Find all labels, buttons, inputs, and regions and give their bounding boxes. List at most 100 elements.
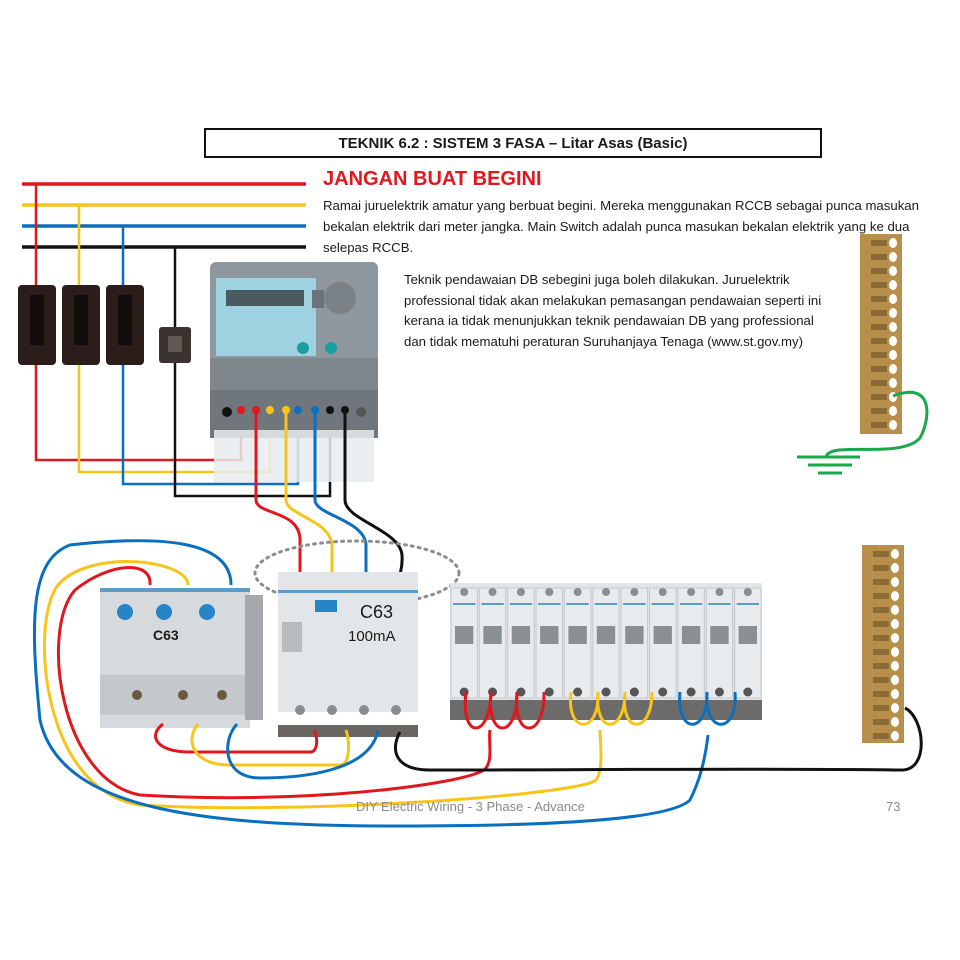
busbar-hole bbox=[889, 364, 897, 374]
busbar-hole bbox=[891, 563, 899, 573]
paragraph-intro: Ramai juruelektrik amatur yang berbuat b… bbox=[323, 198, 919, 255]
busbar-hole bbox=[891, 605, 899, 615]
warning-heading: JANGAN BUAT BEGINI bbox=[323, 168, 542, 190]
main-switch bbox=[100, 588, 263, 728]
busbar-hole bbox=[891, 731, 899, 741]
busbar-hole bbox=[889, 308, 897, 318]
busbar-hole bbox=[889, 336, 897, 346]
wire-blue-mcb-loop bbox=[678, 691, 737, 726]
earth-busbar bbox=[860, 234, 902, 434]
busbar-screw bbox=[873, 593, 889, 599]
busbar-hole bbox=[891, 717, 899, 727]
mcb bbox=[705, 587, 734, 699]
busbar-screw bbox=[871, 422, 887, 428]
rccb bbox=[278, 572, 418, 737]
mcb bbox=[563, 587, 592, 699]
mcb bbox=[478, 587, 507, 699]
mcb bbox=[592, 587, 620, 699]
busbar-hole bbox=[891, 549, 899, 559]
wire-red-meter-to-rccb bbox=[254, 412, 302, 582]
mcb bbox=[507, 587, 535, 699]
busbar-hole bbox=[889, 322, 897, 332]
busbar-screw bbox=[871, 338, 887, 344]
busbar-screw bbox=[873, 677, 889, 683]
wire-yellow-mcb-loop bbox=[569, 691, 654, 726]
mcb-row bbox=[450, 583, 762, 720]
busbar-hole bbox=[889, 406, 897, 416]
wire-yellow-rccb-to-main-switch bbox=[43, 560, 603, 810]
page-number: 73 bbox=[886, 799, 901, 814]
busbar-screw bbox=[871, 310, 887, 316]
meter-terminals bbox=[222, 406, 366, 417]
busbar-hole bbox=[891, 591, 899, 601]
cutout-fuse-yellow bbox=[62, 285, 100, 365]
busbar-screw bbox=[873, 621, 889, 627]
busbar-hole bbox=[889, 294, 897, 304]
mcb bbox=[535, 587, 563, 699]
neutral-busbar bbox=[862, 545, 904, 743]
wire-blue-main-to-rccb bbox=[226, 722, 380, 780]
busbar-screw bbox=[871, 240, 887, 246]
busbar-screw bbox=[871, 254, 887, 260]
wire-neutral-rccb-to-busbar bbox=[394, 706, 923, 772]
busbar-hole bbox=[889, 350, 897, 360]
busbar-screw bbox=[873, 719, 889, 725]
busbar-screw bbox=[871, 296, 887, 302]
rccb-rating-label: C63 bbox=[360, 602, 394, 622]
busbar-hole bbox=[891, 661, 899, 671]
busbar-hole bbox=[891, 633, 899, 643]
busbar-hole bbox=[891, 689, 899, 699]
busbar-hole bbox=[891, 577, 899, 587]
busbar-screw bbox=[871, 352, 887, 358]
busbar-hole bbox=[889, 266, 897, 276]
footer-text: DIY Electric Wiring - 3 Phase - Advance bbox=[356, 799, 585, 814]
busbar-screw bbox=[873, 705, 889, 711]
busbar-screw bbox=[873, 551, 889, 557]
busbar-screw bbox=[873, 565, 889, 571]
wire-blue-rccb-to-main-switch bbox=[32, 539, 710, 828]
neutral-link bbox=[159, 327, 191, 363]
busbar-screw bbox=[871, 324, 887, 330]
cutout-fuse-red bbox=[18, 285, 56, 365]
mcb bbox=[734, 587, 762, 699]
busbar-screw bbox=[873, 607, 889, 613]
cutout-fuses bbox=[18, 285, 191, 365]
mcb bbox=[677, 587, 705, 699]
busbar-screw bbox=[871, 380, 887, 386]
busbar-screw bbox=[873, 649, 889, 655]
wire-red-mcb-loop bbox=[463, 691, 546, 730]
busbar-screw bbox=[873, 579, 889, 585]
mcb bbox=[620, 587, 649, 699]
busbar-screw bbox=[871, 408, 887, 414]
busbar-hole bbox=[891, 675, 899, 685]
busbar-hole bbox=[889, 252, 897, 262]
wire-yellow-main-to-rccb bbox=[190, 723, 350, 767]
busbar-screw bbox=[873, 691, 889, 697]
earth-symbol-icon bbox=[797, 455, 860, 475]
mcb bbox=[450, 587, 478, 699]
supply-lines bbox=[22, 182, 306, 249]
busbar-screw bbox=[871, 282, 887, 288]
wire-red-main-to-rccb bbox=[154, 722, 319, 754]
busbar-screw bbox=[873, 733, 889, 739]
busbar-screw bbox=[873, 635, 889, 641]
wire-blue-meter-to-rccb bbox=[313, 412, 368, 582]
busbar-hole bbox=[889, 280, 897, 290]
busbar-screw bbox=[871, 366, 887, 372]
paragraph-note: Teknik pendawaian DB sebegini juga boleh… bbox=[404, 272, 822, 349]
busbar-screw bbox=[871, 394, 887, 400]
mcb bbox=[649, 587, 677, 699]
rccb-sensitivity-label: 100mA bbox=[348, 628, 396, 645]
kwh-meter bbox=[210, 262, 378, 482]
wire-yellow-meter-to-rccb bbox=[284, 412, 334, 582]
cutout-fuse-blue bbox=[106, 285, 144, 365]
busbar-hole bbox=[889, 378, 897, 388]
busbar-hole bbox=[889, 238, 897, 248]
wire-earth bbox=[824, 390, 929, 458]
busbar-hole bbox=[891, 647, 899, 657]
busbar-hole bbox=[891, 619, 899, 629]
main-switch-label: C63 bbox=[153, 627, 179, 643]
busbar-hole bbox=[889, 420, 897, 430]
busbar-screw bbox=[871, 268, 887, 274]
